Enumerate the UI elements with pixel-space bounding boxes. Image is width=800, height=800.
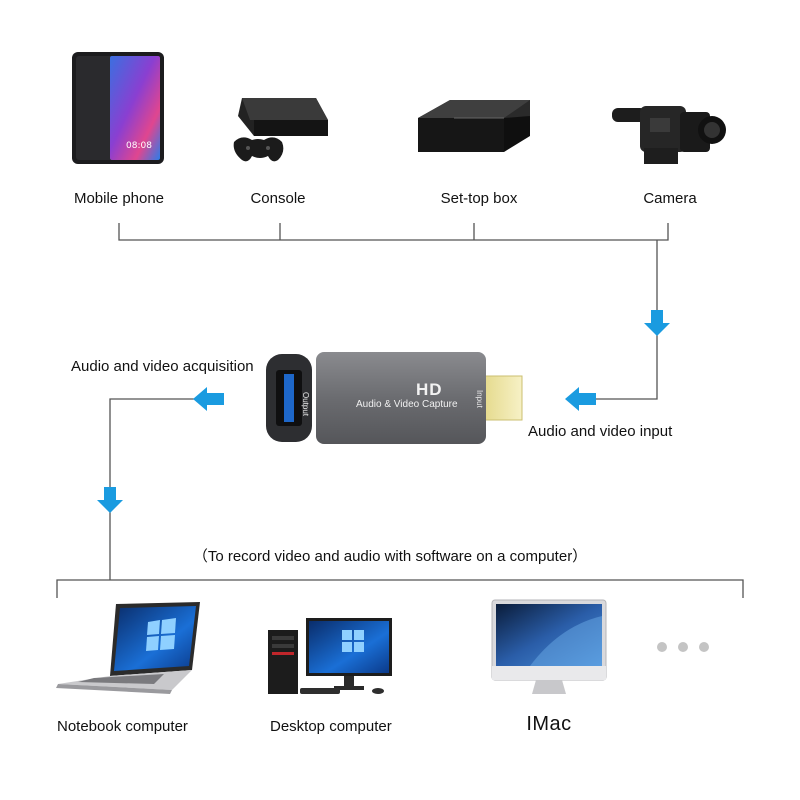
input-connector — [596, 240, 658, 400]
acquisition-label: Audio and video acquisition — [71, 358, 254, 375]
left-arrow-input — [565, 387, 596, 411]
card-output-label: Output — [301, 392, 310, 417]
game-console-icon — [233, 98, 328, 162]
card-badge: HD — [416, 380, 443, 399]
laptop-icon — [56, 602, 200, 694]
target-label-imac: IMac — [526, 713, 572, 735]
software-note: （To record video and audio with software… — [192, 548, 588, 565]
card-name: Audio & Video Capture — [356, 399, 458, 410]
source-label-mobile: Mobile phone — [73, 190, 165, 207]
target-label-desktop: Desktop computer — [270, 718, 392, 735]
left-arrow-acquisition — [193, 387, 224, 411]
source-label-camera: Camera — [643, 190, 697, 207]
source-label-console: Console — [250, 190, 306, 207]
target-label-notebook: Notebook computer — [57, 718, 188, 735]
source-label-set-top-box: Set-top box — [440, 190, 518, 207]
input-label: Audio and video input — [528, 423, 673, 440]
more-dots-icon — [657, 642, 709, 652]
desktop-computer-icon — [268, 618, 392, 694]
targets-bracket — [56, 579, 744, 598]
sources-bracket — [118, 223, 669, 241]
output-connector — [109, 398, 196, 580]
svg-text:08:08: 08:08 — [126, 141, 152, 151]
down-arrow-right — [644, 310, 670, 336]
down-arrow-left — [97, 487, 123, 513]
capture-card-device — [266, 352, 523, 444]
video-camera-icon — [612, 106, 726, 164]
imac-icon — [491, 599, 607, 694]
mobile-phone-icon: 08:08 — [72, 52, 164, 164]
card-input-label: Input — [475, 390, 484, 408]
set-top-box-icon — [418, 100, 530, 152]
